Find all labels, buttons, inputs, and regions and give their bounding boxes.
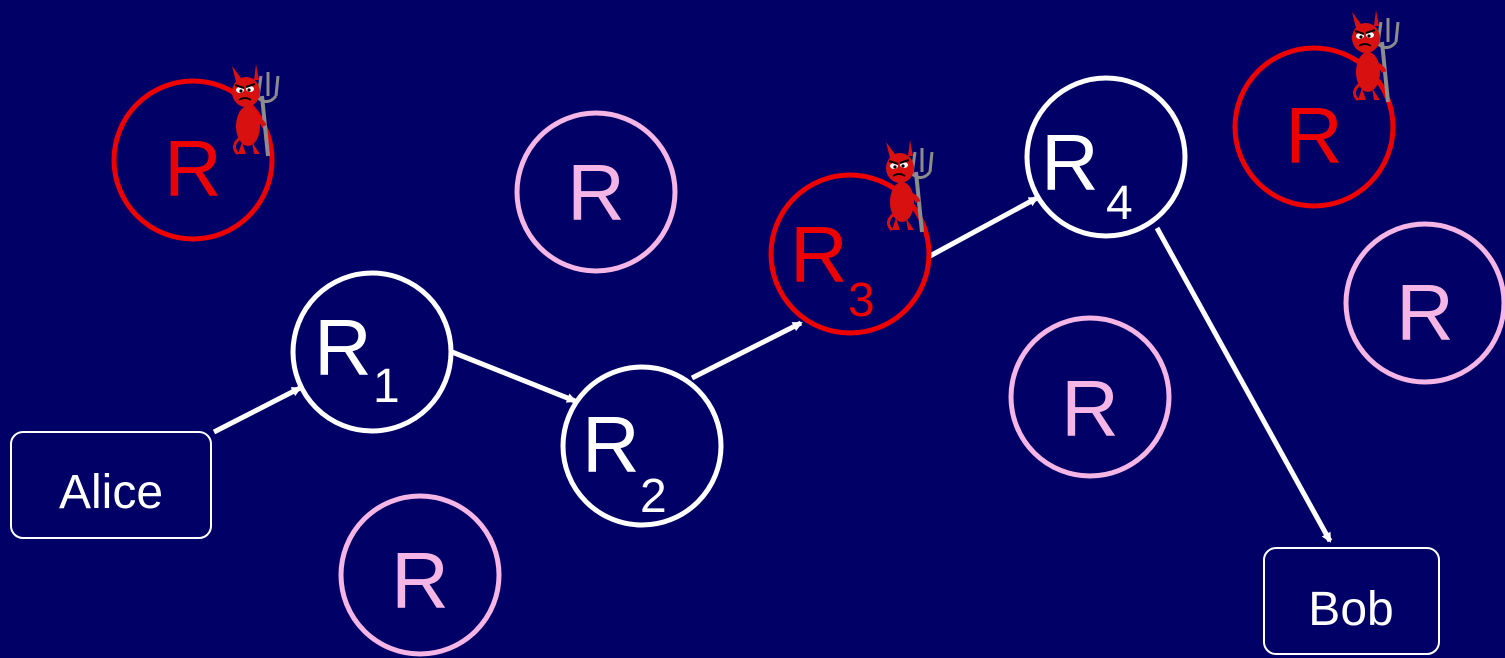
devil-icon [1352,10,1398,102]
idle-relay-middle-right: R [1008,315,1172,479]
idle-relay-bottom-left: R [338,493,502,657]
svg-text:R: R [567,148,625,237]
svg-text:3: 3 [848,274,875,327]
arrow-r4-bob [1154,226,1333,543]
svg-text:2: 2 [640,470,667,523]
svg-text:4: 4 [1106,177,1133,230]
svg-text:Bob: Bob [1308,583,1393,636]
svg-text:R: R [164,124,222,213]
idle-relay-far-right: R [1343,221,1505,385]
arrow-r2-r3 [690,320,803,381]
relay-r4: R 4 [1024,75,1188,239]
relay-r1: R 1 [290,270,454,434]
svg-text:1: 1 [373,360,400,413]
svg-text:R: R [1061,364,1119,453]
svg-text:R: R [790,210,848,299]
bob-box: Bob [1263,547,1440,655]
relay-r3-compromised: R 3 [768,172,932,336]
svg-text:Alice: Alice [59,466,163,519]
compromised-relay-top-right: R [1232,45,1396,209]
compromised-relay-top-left: R [111,78,275,242]
relay-r2: R 2 [560,364,724,528]
arrow-alice-r1 [212,385,302,435]
svg-text:R: R [1041,118,1099,207]
svg-text:R: R [1285,91,1343,180]
svg-text:R: R [582,400,640,489]
alice-box: Alice [10,431,212,539]
svg-text:R: R [1396,268,1454,357]
arrow-r1-r2 [451,349,577,404]
svg-text:R: R [391,536,449,625]
circuit-arrows [212,195,1333,543]
arrow-r3-r4 [928,195,1039,259]
idle-relay-top-center: R [514,110,678,274]
svg-text:R: R [314,303,372,392]
